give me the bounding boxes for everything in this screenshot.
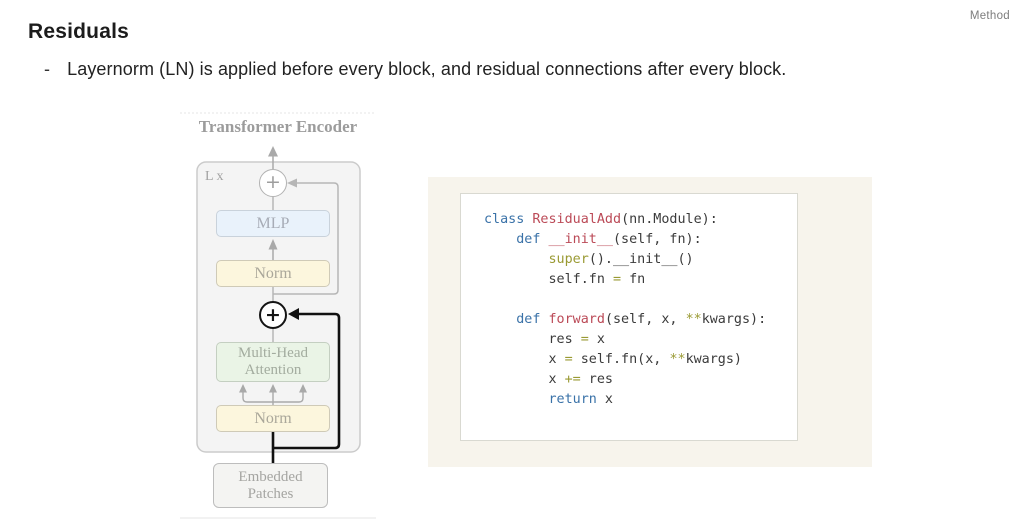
add-node-mlp: + (259, 169, 287, 197)
embedded-patches-block: Embedded Patches (213, 463, 328, 508)
bullet-text: Layernorm (LN) is applied before every b… (67, 59, 787, 79)
mlp-block: MLP (216, 210, 330, 237)
code-cell: class ResidualAdd(nn.Module): def __init… (460, 193, 798, 441)
diagram-title: Transformer Encoder (198, 117, 358, 136)
add-node-attention-highlighted: + (259, 301, 287, 329)
code-text: class ResidualAdd(nn.Module): def __init… (484, 212, 767, 407)
norm-block-lower: Norm (216, 405, 330, 432)
norm-block-upper: Norm (216, 260, 330, 287)
transformer-encoder-diagram: Transformer Encoder L x + + MLP Norm Mul… (178, 110, 378, 522)
page-title: Residuals (28, 20, 130, 43)
multi-head-attention-block: Multi-Head Attention (216, 342, 330, 382)
bullet-item: - Layernorm (LN) is applied before every… (44, 59, 786, 80)
section-tag: Method (969, 10, 1010, 22)
loop-count-label: L x (205, 169, 224, 184)
bullet-marker: - (44, 59, 51, 79)
code-snippet-panel: class ResidualAdd(nn.Module): def __init… (428, 177, 872, 467)
